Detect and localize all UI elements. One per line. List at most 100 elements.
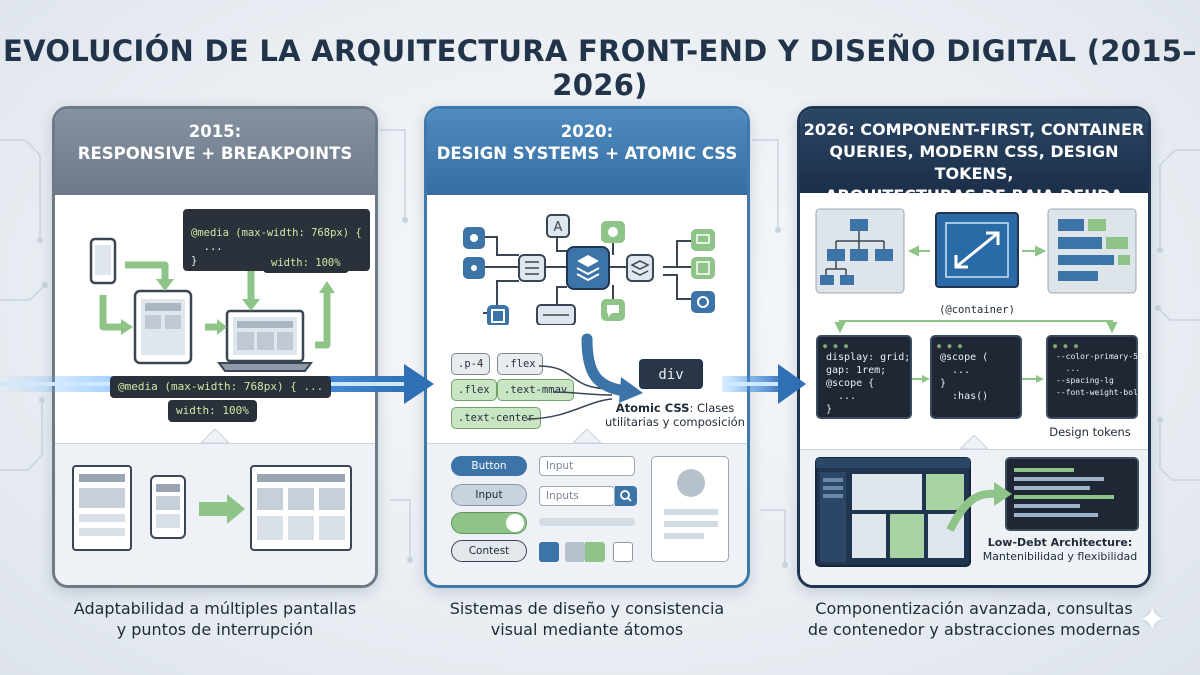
panel-2015-year: 2015: <box>188 122 242 141</box>
band-width-code: width: 100% <box>168 400 257 422</box>
panel-2020-bottom: Button Input Contest Input Inputs <box>427 443 747 585</box>
profile-card <box>651 456 729 562</box>
design-tokens-label: Design tokens <box>1049 425 1131 439</box>
input-button-component[interactable]: Input <box>451 484 527 506</box>
dashboard-illustration <box>815 457 1139 567</box>
node-icon-gear <box>691 291 715 313</box>
input-field[interactable]: Input <box>539 456 635 476</box>
sparkle-icon: ✦ <box>1138 600 1167 640</box>
caption-line: Componentización avanzada, consultas <box>815 599 1133 618</box>
node-icon-slider <box>536 304 576 325</box>
component-network-illustration: A <box>463 214 715 325</box>
panel-2015-heading: 2015: RESPONSIVE + BREAKPOINTS <box>55 109 375 195</box>
code-line: ... <box>191 241 223 253</box>
code-line: @scope ( <box>940 352 989 363</box>
code-line: display: grid; <box>826 352 911 363</box>
code-flow-arrows <box>912 375 1044 383</box>
low-debt-caption: Low-Debt Architecture: Mantenibilidad y … <box>970 536 1148 564</box>
code-line: } <box>826 404 833 415</box>
panel-notch <box>201 429 229 443</box>
page-title: EVOLUCIÓN DE LA ARQUITECTURA FRONT-END Y… <box>3 34 1197 102</box>
panel-2015-bottom <box>55 443 375 585</box>
swatch-blue <box>539 542 559 562</box>
layout-blocks-icon <box>1047 208 1137 294</box>
panel-notch <box>960 435 988 449</box>
timeline-arrow-1 <box>404 364 434 404</box>
code-line: width: 100% <box>176 404 249 417</box>
search-button[interactable] <box>615 486 637 506</box>
code-panel-grid: ● ● ●display: grid; gap: 1rem; @scope { … <box>816 335 912 419</box>
code-line: --font-weight-bold <box>1056 388 1143 397</box>
button-component[interactable]: Button <box>451 456 527 476</box>
timeline-arrow-2 <box>778 364 806 404</box>
card-line <box>664 509 718 515</box>
node-icon-list <box>518 254 546 282</box>
node-icon-grid <box>487 305 509 325</box>
phone-icon <box>89 237 117 285</box>
svg-text:A: A <box>554 220 563 235</box>
card-line <box>664 521 718 527</box>
multi-column-layout-icon <box>250 465 352 551</box>
node-icon-sun <box>463 257 485 279</box>
caption-2020: Sistemas de diseño y consistencia visual… <box>424 598 750 640</box>
div-element-box: div <box>639 359 703 389</box>
contest-button[interactable]: Contest <box>451 540 527 562</box>
code-line: ... <box>1056 364 1081 373</box>
search-input[interactable]: Inputs <box>539 486 615 506</box>
caption-2015: Adaptabilidad a múltiples pantallas y pu… <box>52 598 378 640</box>
dashboard-app-icon <box>815 457 971 567</box>
green-curved-arrow-icon <box>946 482 1012 532</box>
code-line: @media (max-width: 768px) { ... <box>118 380 324 393</box>
panel-2026-line1: 2026: COMPONENT-FIRST, CONTAINER <box>803 120 1145 139</box>
panel-notch <box>573 429 601 443</box>
node-icon-cup <box>691 229 715 251</box>
swatch-green <box>585 542 605 562</box>
panel-2026-line3: ARQUITECTURAS DE BAJA DEUDA <box>825 186 1123 205</box>
panel-2020-heading: 2020: DESIGN SYSTEMS + ATOMIC CSS <box>427 109 747 195</box>
swatch-white <box>613 542 633 562</box>
code-line: } <box>191 255 198 267</box>
chip-text-center: .text-center <box>451 407 541 429</box>
code-line: --color-primary-500 <box>1056 352 1148 361</box>
responsive-devices-illustration <box>89 237 335 372</box>
caption-2026: Componentización avanzada, consultas de … <box>797 598 1151 640</box>
panel-2026-bottom: Low-Debt Architecture: Mantenibilidad y … <box>800 449 1148 585</box>
atomic-flow-arrows <box>526 333 643 420</box>
node-icon-chat <box>601 299 625 321</box>
laptop-icon <box>217 309 313 372</box>
panel-2026: 2026: COMPONENT-FIRST, CONTAINER QUERIES… <box>797 106 1151 588</box>
caption-line: Adaptabilidad a múltiples pantallas <box>73 599 357 618</box>
node-icon-letter-a: A <box>546 214 570 238</box>
tablet-icon <box>133 289 193 365</box>
code-line: @media (max-width: 768px) { <box>191 227 362 239</box>
card-line <box>664 533 704 539</box>
chip-flex: .flex <box>497 353 543 375</box>
caption-line: Sistemas de diseño y consistencia <box>449 599 725 618</box>
caption-line: y puntos de interrupción <box>116 620 314 639</box>
panel-2020-title: DESIGN SYSTEMS + ATOMIC CSS <box>436 144 738 163</box>
caption-line: de contenedor y abstracciones modernas <box>807 620 1141 639</box>
low-debt-bold: Low-Debt Architecture: <box>987 536 1133 549</box>
toggle-knob <box>506 514 524 532</box>
chip-flex-green: .flex <box>451 379 497 401</box>
code-line: :has() <box>940 391 989 402</box>
node-icon-network <box>463 227 485 249</box>
atomic-css-line2: utilitarias y composición <box>605 415 745 429</box>
single-column-layout-icon <box>72 465 132 551</box>
avatar <box>677 469 705 497</box>
toggle-component[interactable] <box>451 512 527 534</box>
code-line: gap: 1rem; <box>826 365 887 376</box>
panel-2020: 2020: DESIGN SYSTEMS + ATOMIC CSS A <box>424 106 750 588</box>
band-media-query: @media (max-width: 768px) { ... <box>110 376 332 398</box>
code-panel-scope: ● ● ●@scope ( ... } :has() <box>930 335 1022 419</box>
caption-line: visual mediante átomos <box>490 620 684 639</box>
panel-2026-line2: QUERIES, MODERN CSS, DESIGN TOKENS, <box>829 142 1119 183</box>
code-editor-icon <box>1005 457 1139 531</box>
atomic-css-rest: : Clases <box>689 401 735 415</box>
atomic-css-bold: Atomic CSS <box>615 401 690 415</box>
panel-2026-heading: 2026: COMPONENT-FIRST, CONTAINER QUERIES… <box>800 109 1148 205</box>
container-query-illustration <box>815 208 1137 334</box>
progress-bar <box>539 518 635 526</box>
resize-container-icon <box>935 212 1019 288</box>
